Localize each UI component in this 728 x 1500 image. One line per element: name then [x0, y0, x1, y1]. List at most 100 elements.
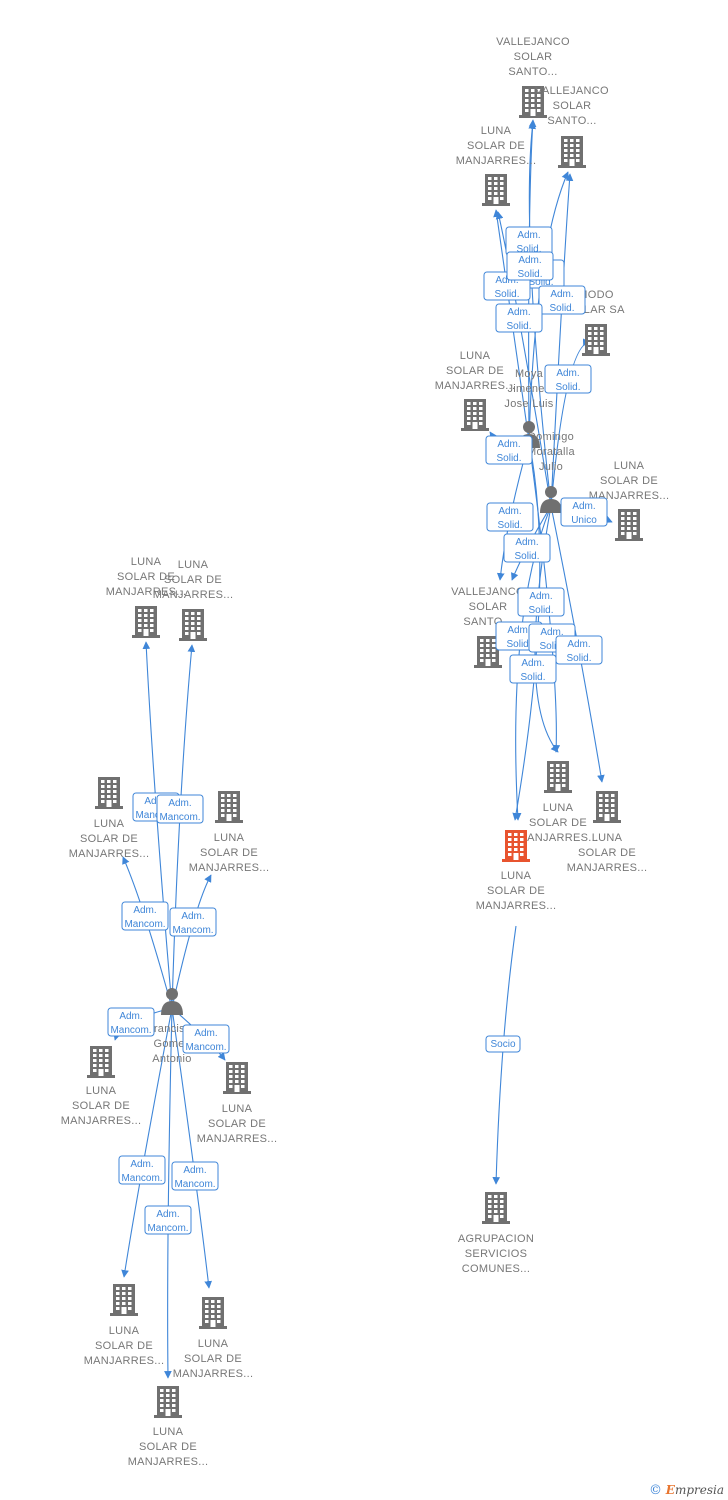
- edge-label[interactable]: Adm.Solid.: [555, 635, 603, 665]
- edge-label[interactable]: Adm.Mancom.: [169, 907, 217, 937]
- node-label: MANJARRES...: [197, 1133, 278, 1145]
- company-node[interactable]: VALLEJANCOSOLARSANTO...: [496, 36, 570, 118]
- node-label: MANJARRES...: [69, 848, 150, 860]
- node-label: LUNA: [178, 559, 209, 571]
- building-window: [217, 1315, 221, 1318]
- edge-label[interactable]: Adm.Solid.: [503, 533, 551, 563]
- building-window: [556, 774, 560, 777]
- brand-initial: E: [665, 1483, 675, 1497]
- building-base: [615, 538, 643, 541]
- edge-label[interactable]: Adm.Mancom.: [171, 1161, 219, 1191]
- building-window: [191, 622, 195, 625]
- building-window: [150, 619, 154, 622]
- building-icon: [87, 1046, 115, 1078]
- building-window: [564, 149, 568, 152]
- node-label: AGRUPACION: [458, 1233, 534, 1245]
- building-window: [570, 149, 574, 152]
- edge-label[interactable]: Socio: [485, 1035, 521, 1053]
- edge-label[interactable]: Adm.Mancom.: [121, 901, 169, 931]
- building-window: [537, 109, 541, 112]
- building-window: [508, 833, 512, 836]
- building-window: [488, 1205, 492, 1208]
- building-window: [233, 794, 237, 797]
- building-icon: [558, 136, 586, 168]
- company-node[interactable]: VALLEJANCOSOLARSANTO...: [535, 85, 609, 168]
- building-window: [185, 617, 189, 620]
- edge-label-text: Adm.: [144, 796, 167, 807]
- building-window: [508, 848, 512, 851]
- building-window: [494, 1200, 498, 1203]
- building-window: [520, 843, 524, 846]
- edge-label-text: Adm.: [130, 1159, 153, 1170]
- empresia-logo[interactable]: © Empresia: [649, 1483, 724, 1498]
- edge-label[interactable]: Adm.Unico: [560, 497, 608, 527]
- edge-label[interactable]: Adm.Solid.: [495, 303, 543, 333]
- building-window: [492, 644, 496, 647]
- edge-label[interactable]: Adm.Solid.: [544, 364, 592, 394]
- person-icon: [161, 988, 183, 1015]
- building-door: [472, 422, 478, 429]
- building-window: [128, 1302, 132, 1305]
- building-window: [229, 1080, 233, 1083]
- edge-label-text: Solid.: [566, 653, 591, 664]
- edge-label[interactable]: Adm.Mancom.: [156, 794, 204, 824]
- edge-label[interactable]: Adm.Solid.: [538, 285, 586, 315]
- building-icon: [502, 830, 530, 862]
- building-window: [93, 1064, 97, 1067]
- building-window: [99, 1064, 103, 1067]
- building-door: [513, 853, 519, 860]
- building-window: [520, 833, 524, 836]
- edge-label[interactable]: Adm.Solid.: [506, 251, 554, 281]
- company-node[interactable]: AGRUPACIONSERVICIOSCOMUNES...: [458, 1192, 534, 1275]
- node-label: SOLAR DE: [164, 574, 222, 586]
- edge-label[interactable]: Adm.Solid.: [505, 226, 553, 256]
- building-window: [488, 197, 492, 200]
- building-window: [107, 780, 111, 783]
- building-icon: [215, 791, 243, 823]
- relation-edge: [142, 641, 173, 1009]
- edge-label[interactable]: Adm.Solid.: [486, 502, 534, 532]
- node-label: LUNA: [543, 802, 574, 814]
- building-door: [190, 632, 196, 639]
- edge-label[interactable]: Adm.Solid.: [485, 435, 533, 465]
- building-window: [93, 1054, 97, 1057]
- edge-label[interactable]: Adm.Mancom.: [118, 1155, 166, 1185]
- edge-label-text: Adm.: [572, 501, 595, 512]
- edge-label-text: Mancom.: [135, 810, 176, 821]
- edge-label[interactable]: Adm.Solid.: [509, 654, 557, 684]
- node-label: VALLEJANCO: [535, 85, 609, 97]
- edge-label-text: Adm.: [168, 798, 191, 809]
- node-label: LUNA: [198, 1338, 229, 1350]
- building-door: [530, 109, 536, 116]
- edge-label-text: Solid.: [514, 551, 539, 562]
- edge-label-text: Adm.: [498, 506, 521, 517]
- edge-label[interactable]: Adm.Mancom.: [107, 1007, 155, 1037]
- edge-label[interactable]: Adm.Mancom.: [144, 1205, 192, 1235]
- building-window: [227, 809, 231, 812]
- person-body: [540, 499, 562, 513]
- building-window: [116, 1292, 120, 1295]
- edge-label[interactable]: Adm.Mancom.: [182, 1024, 230, 1054]
- building-window: [160, 1399, 164, 1402]
- edge-label-box: [506, 251, 554, 281]
- node-label: LUNA: [214, 832, 245, 844]
- edge-label[interactable]: Adm.Solid.: [517, 587, 565, 617]
- building-window: [621, 532, 625, 535]
- building-window: [488, 192, 492, 195]
